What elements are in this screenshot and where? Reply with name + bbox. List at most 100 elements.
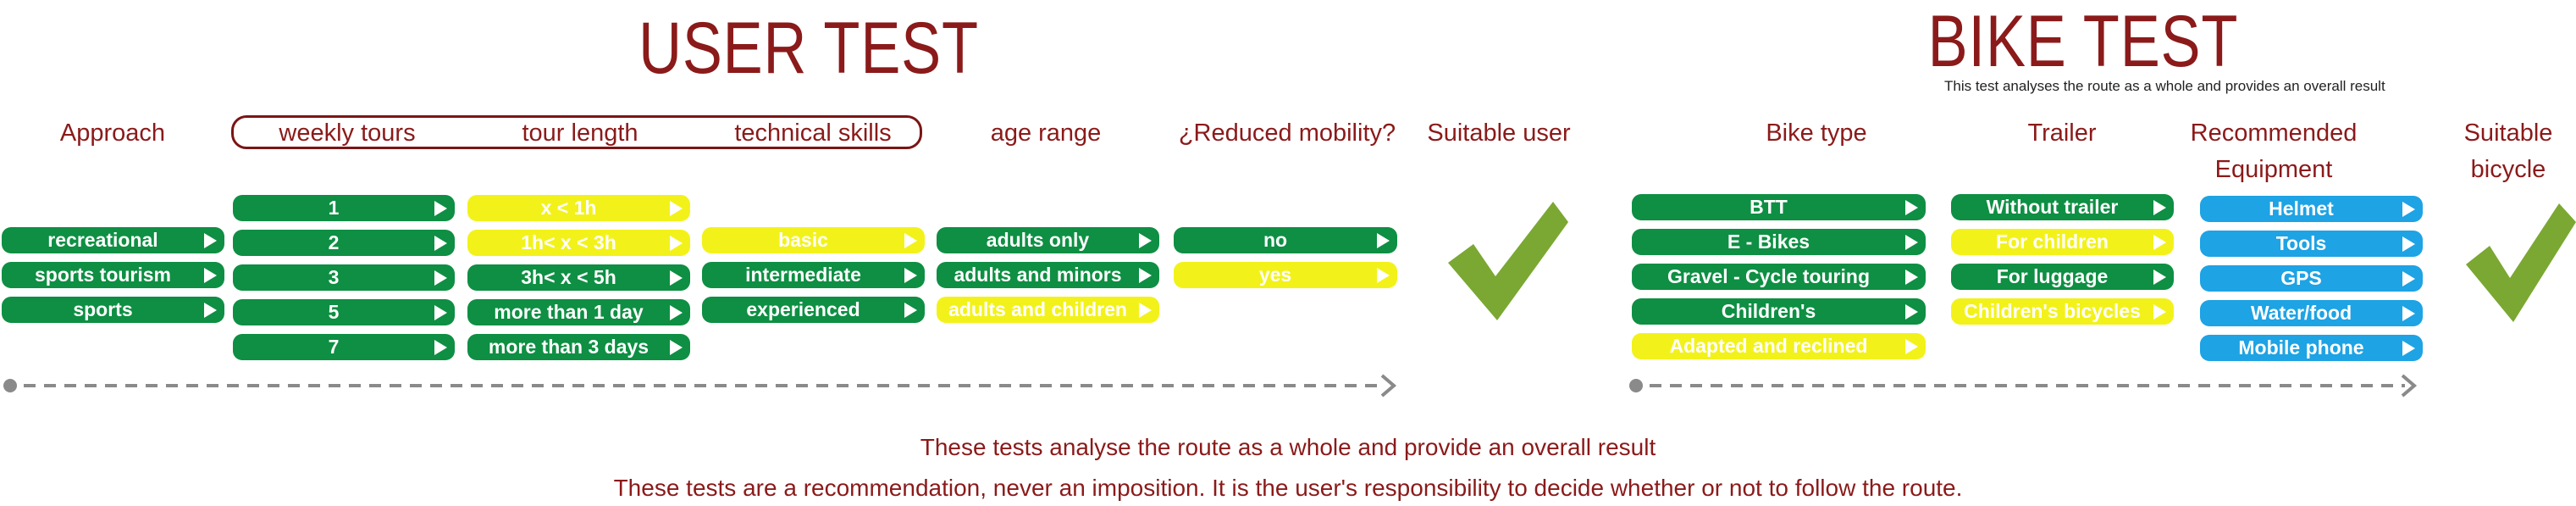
timeline-arrow-head bbox=[1380, 374, 1397, 398]
timeline-arrow-head bbox=[2401, 374, 2418, 398]
option-tour-length[interactable]: more than 3 days bbox=[467, 334, 690, 360]
option-label: more than 3 days bbox=[488, 336, 650, 358]
header-technical-skills: technical skills bbox=[734, 120, 892, 147]
option-equipment[interactable]: Water/food bbox=[2200, 300, 2423, 326]
option-label: 2 bbox=[328, 231, 340, 253]
suitable-user-check-icon bbox=[1448, 202, 1568, 320]
arrow-right-icon bbox=[434, 235, 447, 251]
option-label: Tools bbox=[2275, 232, 2327, 254]
arrow-right-icon bbox=[2153, 234, 2166, 250]
option-label: intermediate bbox=[745, 264, 861, 286]
option-label: x < 1h bbox=[540, 197, 597, 219]
option-technical-skills[interactable]: intermediate bbox=[702, 262, 925, 288]
option-label: recreational bbox=[47, 229, 158, 251]
timeline-start-dot bbox=[1629, 379, 1643, 392]
arrow-right-icon bbox=[670, 304, 683, 320]
option-bike-type[interactable]: E - Bikes bbox=[1632, 229, 1926, 255]
option-label: adults and children bbox=[948, 298, 1127, 320]
option-approach[interactable]: sports bbox=[2, 297, 224, 323]
option-equipment[interactable]: Mobile phone bbox=[2200, 335, 2423, 361]
option-trailer[interactable]: For children bbox=[1951, 229, 2174, 255]
option-label: 3h< x < 5h bbox=[521, 266, 616, 288]
option-weekly-tours[interactable]: 5 bbox=[233, 299, 455, 325]
option-label: 1h< x < 3h bbox=[521, 231, 616, 253]
option-label: Water/food bbox=[2250, 302, 2352, 324]
header-suitable: Suitable bbox=[2463, 120, 2553, 147]
option-technical-skills[interactable]: experienced bbox=[702, 297, 925, 323]
option-age-range[interactable]: adults only bbox=[937, 227, 1159, 253]
header-recommended: Recommended bbox=[2190, 120, 2358, 147]
header-tour-length: tour length bbox=[522, 120, 638, 147]
option-reduced-mobility[interactable]: no bbox=[1174, 227, 1397, 253]
option-label: E - Bikes bbox=[1727, 231, 1810, 253]
arrow-right-icon bbox=[1905, 303, 1918, 320]
option-bike-type[interactable]: Children's bbox=[1632, 298, 1926, 325]
header-bicycle: bicycle bbox=[2470, 156, 2546, 183]
header-reduced-mobility: ¿Reduced mobility? bbox=[1178, 120, 1396, 147]
option-label: sports tourism bbox=[34, 264, 172, 286]
option-label: adults only bbox=[986, 229, 1090, 251]
option-weekly-tours[interactable]: 1 bbox=[233, 195, 455, 221]
option-trailer[interactable]: Children's bicycles bbox=[1951, 298, 2174, 325]
arrow-right-icon bbox=[1377, 232, 1390, 248]
header-suitable-user: Suitable user bbox=[1427, 120, 1571, 147]
option-label: adults and minors bbox=[954, 264, 1122, 286]
option-equipment[interactable]: Helmet bbox=[2200, 196, 2423, 222]
option-label: BTT bbox=[1750, 196, 1788, 218]
option-trailer[interactable]: Without trailer bbox=[1951, 194, 2174, 220]
option-age-range[interactable]: adults and children bbox=[937, 297, 1159, 323]
option-label: Children's bicycles bbox=[1964, 300, 2141, 322]
option-label: basic bbox=[778, 229, 828, 251]
arrow-right-icon bbox=[1139, 267, 1152, 283]
check-mark bbox=[2466, 203, 2576, 322]
option-weekly-tours[interactable]: 7 bbox=[233, 334, 455, 360]
option-reduced-mobility[interactable]: yes bbox=[1174, 262, 1397, 288]
arrow-right-icon bbox=[434, 304, 447, 320]
option-tour-length[interactable]: 3h< x < 5h bbox=[467, 264, 690, 291]
arrow-right-icon bbox=[670, 270, 683, 286]
arrow-right-icon bbox=[204, 302, 217, 318]
user-test-title: USER TEST bbox=[638, 8, 979, 89]
arrow-right-icon bbox=[2153, 199, 2166, 215]
option-label: sports bbox=[73, 298, 133, 320]
option-label: Adapted and reclined bbox=[1669, 335, 1868, 357]
option-bike-type[interactable]: BTT bbox=[1632, 194, 1926, 220]
footer-line-1: These tests analyse the route as a whole… bbox=[920, 434, 1656, 460]
arrow-right-icon bbox=[1905, 234, 1918, 250]
option-label: 1 bbox=[328, 197, 340, 219]
arrow-right-icon bbox=[904, 267, 917, 283]
option-label: Mobile phone bbox=[2238, 336, 2364, 359]
bike-test-title: BIKE TEST bbox=[1927, 1, 2239, 82]
option-label: Children's bbox=[1721, 300, 1816, 322]
option-trailer[interactable]: For luggage bbox=[1951, 264, 2174, 290]
arrow-right-icon bbox=[2402, 201, 2415, 217]
option-tour-length[interactable]: 1h< x < 3h bbox=[467, 230, 690, 256]
user-test-timeline bbox=[3, 374, 1397, 398]
option-label: yes bbox=[1258, 264, 1292, 286]
option-equipment[interactable]: Tools bbox=[2200, 231, 2423, 257]
arrow-right-icon bbox=[1905, 199, 1918, 215]
option-bike-type[interactable]: Adapted and reclined bbox=[1632, 333, 1926, 359]
option-label: no bbox=[1263, 229, 1288, 251]
option-label: 3 bbox=[328, 266, 340, 288]
option-technical-skills[interactable]: basic bbox=[702, 227, 925, 253]
option-label: Without trailer bbox=[1986, 196, 2119, 218]
option-age-range[interactable]: adults and minors bbox=[937, 262, 1159, 288]
header-approach: Approach bbox=[59, 120, 166, 147]
header-age-range: age range bbox=[990, 120, 1102, 147]
option-approach[interactable]: sports tourism bbox=[2, 262, 224, 288]
option-tour-length[interactable]: more than 1 day bbox=[467, 299, 690, 325]
arrow-right-icon bbox=[434, 200, 447, 216]
arrow-right-icon bbox=[2402, 270, 2415, 286]
header-group-box bbox=[231, 115, 922, 149]
option-weekly-tours[interactable]: 2 bbox=[233, 230, 455, 256]
option-bike-type[interactable]: Gravel - Cycle touring bbox=[1632, 264, 1926, 290]
option-label: GPS bbox=[2280, 267, 2322, 289]
option-approach[interactable]: recreational bbox=[2, 227, 224, 253]
header-equipment: Equipment bbox=[2214, 156, 2333, 183]
option-tour-length[interactable]: x < 1h bbox=[467, 195, 690, 221]
option-weekly-tours[interactable]: 3 bbox=[233, 264, 455, 291]
option-equipment[interactable]: GPS bbox=[2200, 265, 2423, 292]
check-mark bbox=[1448, 202, 1568, 320]
arrow-right-icon bbox=[2402, 340, 2415, 356]
